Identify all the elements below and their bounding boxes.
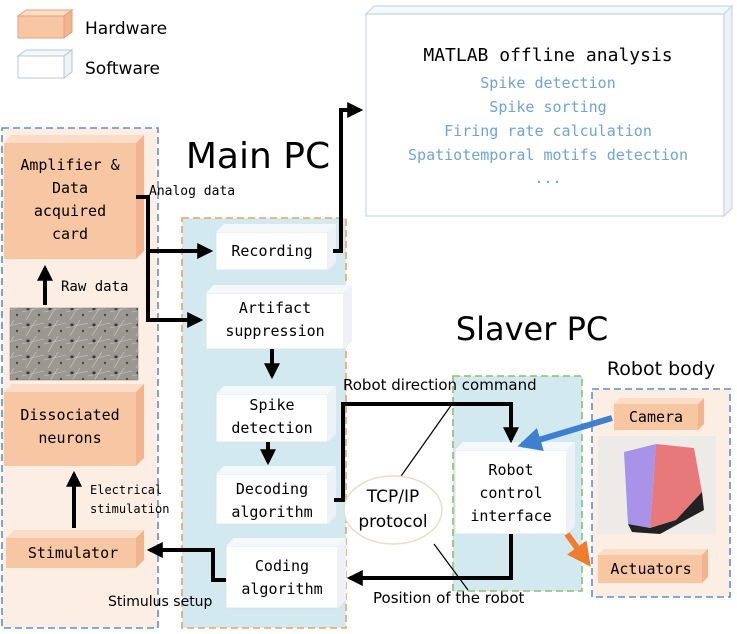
electrical-stimulation-label: stimulation [90, 502, 169, 516]
neurons-label: Dissociated [20, 406, 119, 424]
electrical-stimulation-label: Electrical [90, 483, 162, 497]
arrow-analog-to-artifact [146, 251, 204, 328]
matlab-title: MATLAB offline analysis [423, 45, 672, 66]
neurons-block: Dissociated neurons [4, 384, 144, 466]
arrow-position-feedback [346, 534, 513, 586]
matlab-item: Spatiotemporal motifs detection [408, 146, 688, 164]
arrow-stimulus-setup [146, 542, 226, 582]
legend-software-label: Software [85, 59, 160, 79]
tcp-ip-label: protocol [358, 512, 427, 532]
stimulator-label: Stimulator [28, 544, 118, 562]
slaver-pc-heading: Slaver PC [456, 310, 608, 348]
amplifier-label: Amplifier & [20, 156, 119, 174]
connectors [37, 102, 519, 586]
robot-control-label: interface [470, 507, 551, 525]
robot-photo [598, 436, 716, 534]
arrow-analog-to-recording [136, 195, 214, 259]
neuron-culture-image [9, 307, 139, 381]
recording-label: Recording [231, 242, 312, 260]
artifact-label: suppression [225, 322, 324, 340]
legend-hardware-swatch [16, 9, 74, 39]
position-label: Position of the robot [373, 589, 524, 607]
decoding-block: Decoding algorithm [215, 466, 336, 525]
neurons-label: neurons [38, 429, 101, 447]
legend: Hardware Software [16, 9, 167, 79]
robot-control-label: control [479, 484, 542, 502]
matlab-item: ... [534, 169, 561, 187]
coding-label: algorithm [241, 580, 322, 598]
matlab-item: Spike detection [480, 74, 615, 92]
recording-block: Recording [215, 224, 336, 271]
decoding-label: Decoding [236, 480, 308, 498]
spike-label: detection [231, 419, 312, 437]
raw-data-label: Raw data [61, 279, 128, 295]
amplifier-label: Data [52, 179, 88, 197]
spike-label: Spike [249, 396, 294, 414]
legend-hardware-label: Hardware [85, 19, 167, 39]
arrow-control-to-actuators [564, 532, 591, 567]
arrow-direction-command [334, 402, 519, 502]
amplifier-label: acquired [34, 202, 106, 220]
tcp-lines [398, 403, 469, 591]
camera-label: Camera [629, 408, 683, 426]
direction-command-label: Robot direction command [343, 376, 537, 394]
robot-body-heading: Robot body [607, 358, 715, 380]
actuators-block: Actuators [598, 549, 708, 583]
legend-software-swatch [16, 49, 74, 79]
artifact-block: Artifact suppression [205, 285, 352, 350]
coding-label: Coding [255, 557, 309, 575]
stimulus-setup-label: Stimulus setup [108, 594, 213, 610]
matlab-item: Firing rate calculation [444, 122, 652, 140]
tcp-ip-label: TCP/IP [366, 487, 420, 507]
robot-control-block: Robot control interface [454, 442, 575, 535]
main-pc-heading: Main PC [186, 136, 330, 177]
robot-control-label: Robot [488, 461, 533, 479]
arrow-camera-to-control [517, 415, 613, 451]
arrow-recording-to-matlab [333, 102, 364, 253]
tcp-ip-badge: TCP/IP protocol [343, 475, 443, 545]
analog-data-label: Analog data [149, 184, 235, 199]
matlab-item: Spike sorting [489, 98, 606, 116]
artifact-label: Artifact [239, 299, 311, 317]
actuators-label: Actuators [610, 560, 691, 578]
spike-detection-block: Spike detection [215, 386, 336, 443]
stimulator-block: Stimulator [6, 530, 144, 568]
amplifier-block: Amplifier & Data acquired card [4, 135, 144, 259]
camera-block: Camera [614, 398, 704, 430]
matlab-analysis-box: MATLAB offline analysis Spike detection … [364, 4, 734, 218]
coding-block: Coding algorithm [225, 538, 346, 609]
decoding-label: algorithm [231, 503, 312, 521]
amplifier-label: card [52, 225, 88, 243]
